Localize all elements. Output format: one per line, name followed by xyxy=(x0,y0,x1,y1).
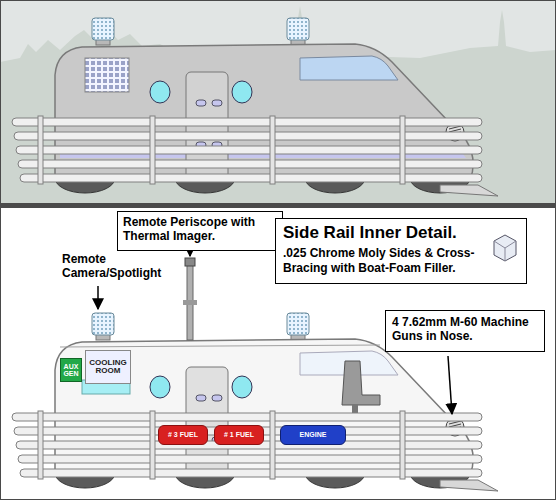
leader-arrow xyxy=(97,286,99,309)
rail-strut xyxy=(400,116,405,184)
camera-spotlight xyxy=(287,313,309,335)
rail-strut xyxy=(150,116,155,184)
callout-box: 4 7.62mm M-60 Machine Guns in Nose. xyxy=(385,310,545,352)
nose-skid xyxy=(440,480,498,491)
callout-label: Remote Camera/Spotlight xyxy=(62,252,166,281)
camera-spotlight xyxy=(92,18,114,40)
porthole xyxy=(232,81,252,103)
rail-strut xyxy=(270,411,275,479)
driver-seat xyxy=(342,361,380,405)
cross-brace xyxy=(494,241,516,248)
city-silhouette xyxy=(0,6,556,205)
windshield xyxy=(300,56,398,80)
node-text: # 3 FUEL xyxy=(161,431,205,438)
fuel-tank: # 1 FUEL xyxy=(214,425,264,445)
porthole xyxy=(150,376,170,398)
node-text: COOLING ROOM xyxy=(88,359,128,376)
side-rail xyxy=(20,174,482,182)
rail-strut xyxy=(38,116,43,184)
detail-box: Side Rail Inner Detail. .025 Chrome Moly … xyxy=(275,218,527,284)
rail-strut xyxy=(270,116,275,184)
engine-block: ENGINE xyxy=(280,425,346,445)
nose-skid xyxy=(440,185,498,196)
side-rail xyxy=(12,413,482,421)
periscope-head xyxy=(185,258,195,266)
aux-generator: AUX GEN xyxy=(60,358,82,382)
sky-panel xyxy=(0,0,556,205)
lower-panel xyxy=(0,205,556,500)
side-rail xyxy=(18,160,482,168)
side-rail xyxy=(14,132,482,140)
porthole xyxy=(150,81,170,103)
rail-strut xyxy=(400,411,405,479)
node-text: Remote Periscope with Thermal Imager. xyxy=(123,215,277,244)
rail-section-icon xyxy=(492,233,518,263)
vehicle-side-view xyxy=(12,18,498,196)
rail-strut xyxy=(150,411,155,479)
detail-heading: Side Rail Inner Detail. xyxy=(283,223,482,243)
cooling-vent xyxy=(85,58,129,92)
side-rail xyxy=(18,455,482,463)
cross-brace xyxy=(505,248,506,261)
door-slot xyxy=(212,100,222,106)
cooling-room-panel: COOLING ROOM xyxy=(85,350,131,384)
rail-strut xyxy=(38,411,43,479)
node-text: AUX GEN xyxy=(62,363,80,378)
fuel-tank: # 3 FUEL xyxy=(158,425,208,445)
hexagon-section xyxy=(494,235,516,261)
porthole xyxy=(232,376,252,398)
panel-divider xyxy=(0,203,556,208)
roof-line xyxy=(60,345,380,347)
camera-spotlight xyxy=(287,18,309,40)
side-rail xyxy=(12,118,482,126)
node-text: 4 7.62mm M-60 Machine Guns in Nose. xyxy=(392,315,538,344)
door-slot xyxy=(196,395,206,401)
door-slot xyxy=(212,395,222,401)
callout-box: Remote Periscope with Thermal Imager. xyxy=(117,211,283,251)
side-rail xyxy=(16,146,482,154)
leader-arrow xyxy=(448,356,452,414)
side-rail xyxy=(20,469,482,477)
door-slot xyxy=(196,100,206,106)
camera-spotlight xyxy=(92,313,114,335)
node-text: ENGINE xyxy=(283,431,343,438)
periscope-collar xyxy=(183,300,197,305)
node-text: # 1 FUEL xyxy=(217,431,261,438)
node-text: .025 Chrome Moly Sides & Cross-Bracing w… xyxy=(283,246,482,275)
